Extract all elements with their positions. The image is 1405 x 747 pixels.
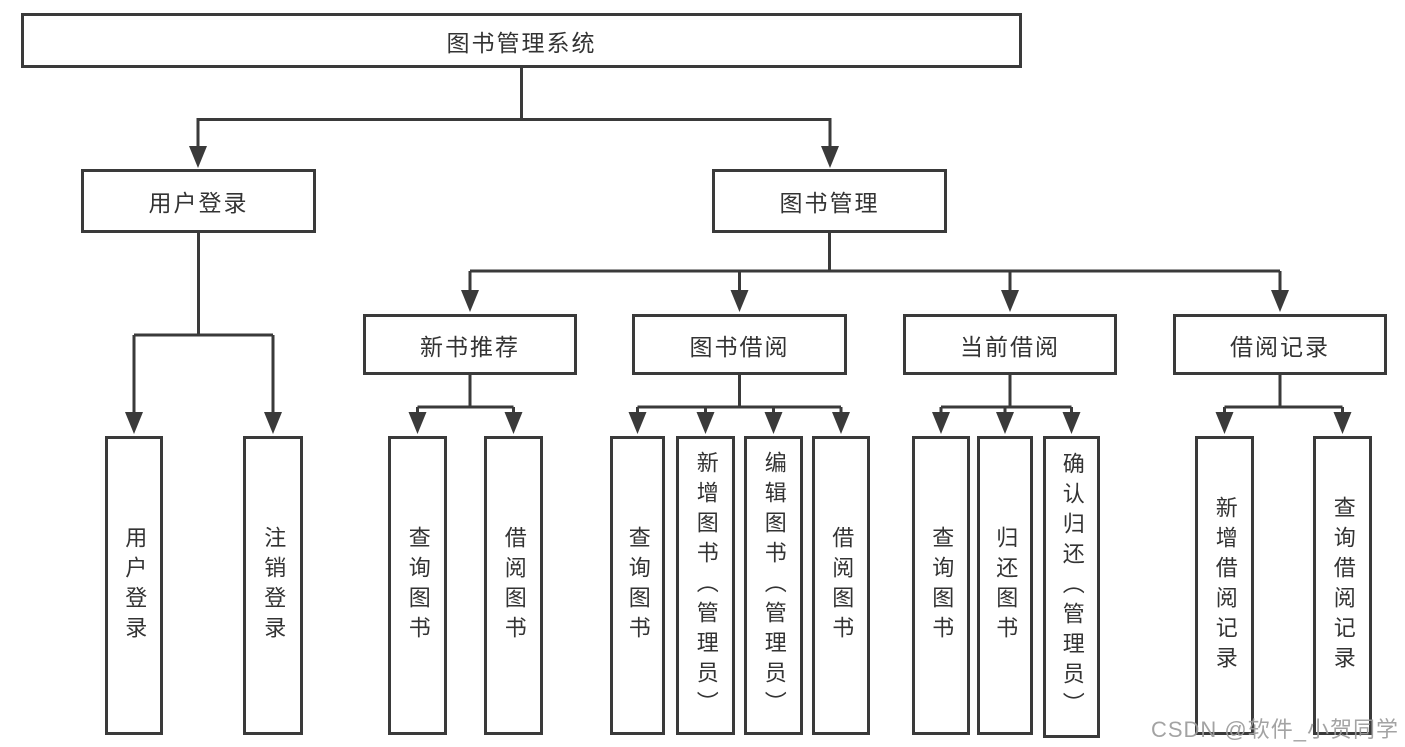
arrowhead <box>764 412 783 434</box>
arrowhead <box>125 412 143 434</box>
leaf-user-login: 用户登录 <box>105 436 163 735</box>
arrowhead <box>264 412 282 434</box>
leaf-confirm-return-admin: 确认归还（管理员） <box>1043 436 1100 738</box>
node-current-borrowing: 当前借阅 <box>903 314 1117 375</box>
wire-book-mgmt-split <box>468 233 1282 292</box>
node-label: 新增图书（管理员） <box>693 450 719 721</box>
arrowhead <box>628 412 647 434</box>
leaf-borrow-books: 借阅图书 <box>812 436 870 735</box>
wire-records-split <box>1223 375 1344 414</box>
arrowhead <box>408 412 427 434</box>
node-label: 当前借阅 <box>960 333 1060 360</box>
node-label: 归还图书 <box>993 525 1019 646</box>
node-borrowing-records: 借阅记录 <box>1173 314 1387 375</box>
node-label: 确认归还（管理员） <box>1059 452 1085 722</box>
node-label: 查询借阅记录 <box>1330 495 1356 676</box>
leaf-query-books-borrowing: 查询图书 <box>610 436 665 735</box>
arrowhead <box>1062 412 1081 434</box>
node-book-management: 图书管理 <box>712 169 947 233</box>
leaf-query-borrow-record: 查询借阅记录 <box>1313 436 1372 735</box>
arrowhead <box>1271 290 1289 312</box>
wire-recommend-split <box>416 375 515 414</box>
arrowhead <box>504 412 523 434</box>
wire-current-split <box>939 375 1073 414</box>
arrowhead <box>1215 412 1234 434</box>
leaf-query-books-current: 查询图书 <box>912 436 970 735</box>
node-label: 新书推荐 <box>420 333 520 360</box>
arrowhead <box>189 146 207 168</box>
node-label: 借阅图书 <box>501 525 527 646</box>
leaf-borrow-books-recommend: 借阅图书 <box>484 436 543 735</box>
node-label: 图书管理系统 <box>446 29 597 56</box>
node-label: 查询图书 <box>405 525 431 646</box>
csdn-watermark: CSDN @软件_小贺同学 <box>1150 717 1399 742</box>
leaf-edit-books-admin: 编辑图书（管理员） <box>744 436 803 735</box>
node-label: 借阅图书 <box>829 525 855 646</box>
node-label: 用户登录 <box>122 525 148 646</box>
leaf-logout: 注销登录 <box>243 436 303 735</box>
arrowhead <box>1001 290 1019 312</box>
leaf-add-borrow-record: 新增借阅记录 <box>1195 436 1254 735</box>
node-user-login: 用户登录 <box>81 169 316 233</box>
leaf-query-books-recommend: 查询图书 <box>388 436 447 735</box>
arrowhead <box>696 412 715 434</box>
arrowhead <box>1333 412 1352 434</box>
node-book-borrowing: 图书借阅 <box>632 314 847 375</box>
arrowhead <box>821 146 839 168</box>
node-label: 查询图书 <box>929 525 955 646</box>
node-label: 借阅记录 <box>1230 333 1330 360</box>
arrowhead <box>996 412 1014 434</box>
node-label: 查询图书 <box>625 525 651 646</box>
node-label: 用户登录 <box>148 190 249 216</box>
arrowhead <box>461 290 479 312</box>
wire-root-split <box>196 68 832 150</box>
wire-user-login-split <box>132 233 275 414</box>
node-label: 图书借阅 <box>689 333 790 360</box>
node-label: 图书管理 <box>779 190 880 216</box>
node-library-management-system: 图书管理系统 <box>21 13 1022 68</box>
arrowhead <box>832 412 850 434</box>
leaf-return-books: 归还图书 <box>977 436 1033 735</box>
node-new-book-recommend: 新书推荐 <box>363 314 577 375</box>
node-label: 编辑图书（管理员） <box>761 450 787 721</box>
wire-borrow-split <box>636 375 843 414</box>
leaf-add-books-admin: 新增图书（管理员） <box>676 436 735 735</box>
arrowhead <box>730 290 749 312</box>
node-label: 注销登录 <box>261 525 287 646</box>
arrowhead <box>932 412 950 434</box>
node-label: 新增借阅记录 <box>1212 495 1238 676</box>
